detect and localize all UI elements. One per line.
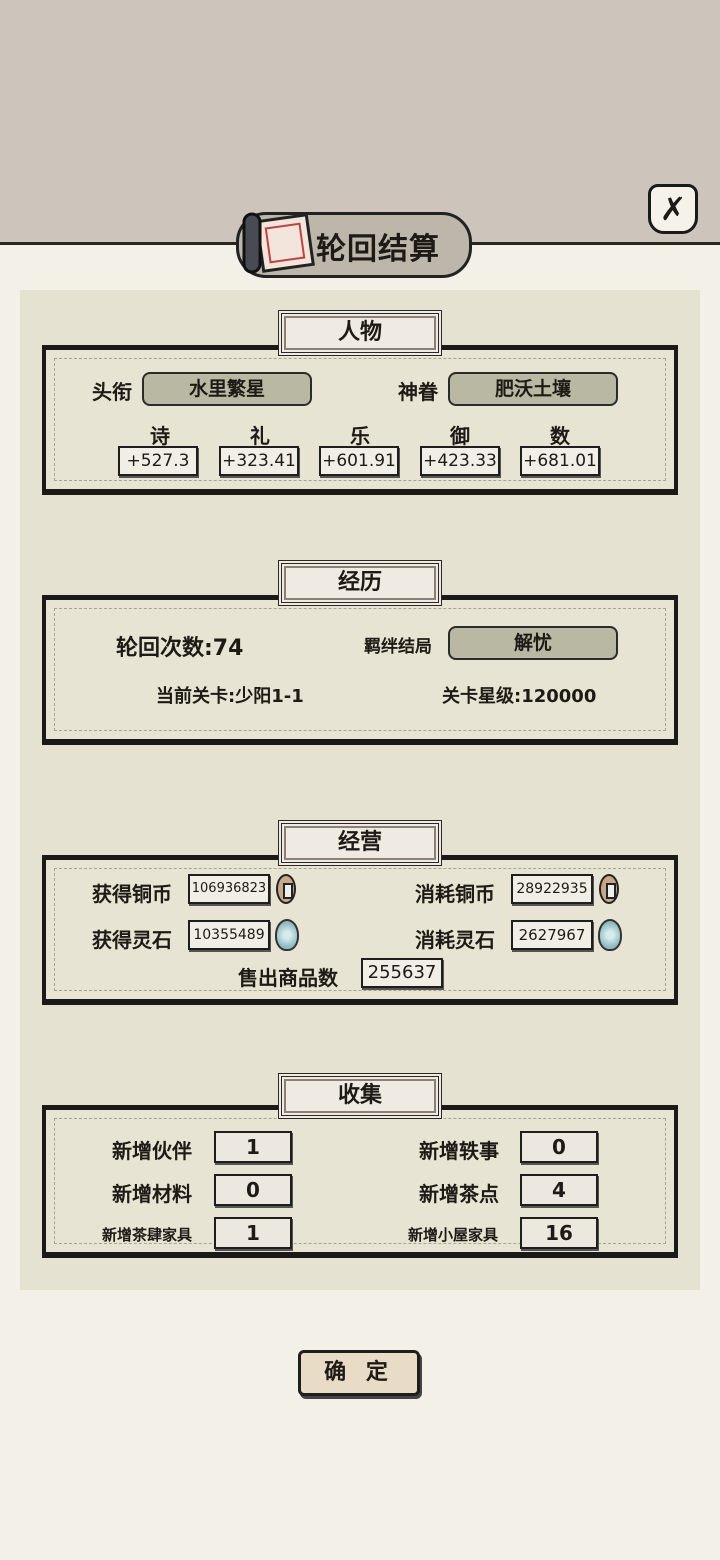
collection-value: 4 xyxy=(520,1174,598,1206)
stat-value: +601.91 xyxy=(319,446,399,476)
stat-value: +527.3 xyxy=(118,446,198,476)
collection-label: 新增茶肆家具 xyxy=(102,1226,193,1244)
scroll-icon xyxy=(242,212,315,274)
confirm-button[interactable]: 确 定 xyxy=(298,1350,420,1396)
collection-label: 新增材料 xyxy=(112,1182,192,1206)
current-stage: 当前关卡:少阳1-1 xyxy=(156,686,304,707)
stat-label: 乐 xyxy=(350,424,370,448)
blessing-value: 肥沃土壤 xyxy=(448,372,618,406)
character-header: 人物 xyxy=(278,310,442,356)
collection-label: 新增轶事 xyxy=(419,1139,499,1163)
title-label: 头衔 xyxy=(92,380,132,404)
collection-value: 0 xyxy=(520,1131,598,1163)
collection-value: 16 xyxy=(520,1217,598,1249)
stones-gained-value: 10355489 xyxy=(188,920,270,950)
close-icon: ✗ xyxy=(659,190,687,228)
stage-stars: 关卡星级:120000 xyxy=(442,686,597,707)
stat-value: +323.41 xyxy=(219,446,299,476)
stat-label: 诗 xyxy=(150,424,170,448)
collection-value: 1 xyxy=(214,1131,292,1163)
collection-label: 新增伙伴 xyxy=(112,1139,192,1163)
collection-label: 新增小屋家具 xyxy=(408,1226,499,1244)
business-header: 经营 xyxy=(278,820,442,866)
coins-spent-value: 28922935 xyxy=(511,874,593,904)
copper-coin-icon xyxy=(276,874,296,904)
spirit-stone-icon xyxy=(598,919,622,951)
stat-label: 御 xyxy=(450,424,470,448)
bond-value: 解忧 xyxy=(448,626,618,660)
coins-gained-label: 获得铜币 xyxy=(92,882,172,906)
stones-spent-label: 消耗灵石 xyxy=(415,928,495,952)
cycle-count: 轮回次数:74 xyxy=(116,636,244,661)
stat-label: 礼 xyxy=(250,424,270,448)
experience-section xyxy=(42,595,678,745)
stones-gained-label: 获得灵石 xyxy=(92,928,172,952)
coins-gained-value: 106936823 xyxy=(188,874,270,904)
spirit-stone-icon xyxy=(275,919,299,951)
copper-coin-icon xyxy=(599,874,619,904)
stat-label: 数 xyxy=(550,424,570,448)
collection-value: 0 xyxy=(214,1174,292,1206)
title-value: 水里繁星 xyxy=(142,372,312,406)
stat-value: +423.33 xyxy=(420,446,500,476)
stones-spent-value: 2627967 xyxy=(511,920,593,950)
collection-header: 收集 xyxy=(278,1073,442,1119)
sold-label: 售出商品数 xyxy=(238,966,338,990)
sold-value: 255637 xyxy=(361,958,443,988)
blessing-label: 神眷 xyxy=(398,380,438,404)
page-title: 轮回结算 xyxy=(316,232,440,267)
bond-label: 羁绊结局 xyxy=(364,637,432,657)
collection-label: 新增茶点 xyxy=(419,1182,499,1206)
stat-value: +681.01 xyxy=(520,446,600,476)
top-backdrop xyxy=(0,0,720,245)
close-button[interactable]: ✗ xyxy=(648,184,698,234)
collection-value: 1 xyxy=(214,1217,292,1249)
coins-spent-label: 消耗铜币 xyxy=(415,882,495,906)
experience-header: 经历 xyxy=(278,560,442,606)
